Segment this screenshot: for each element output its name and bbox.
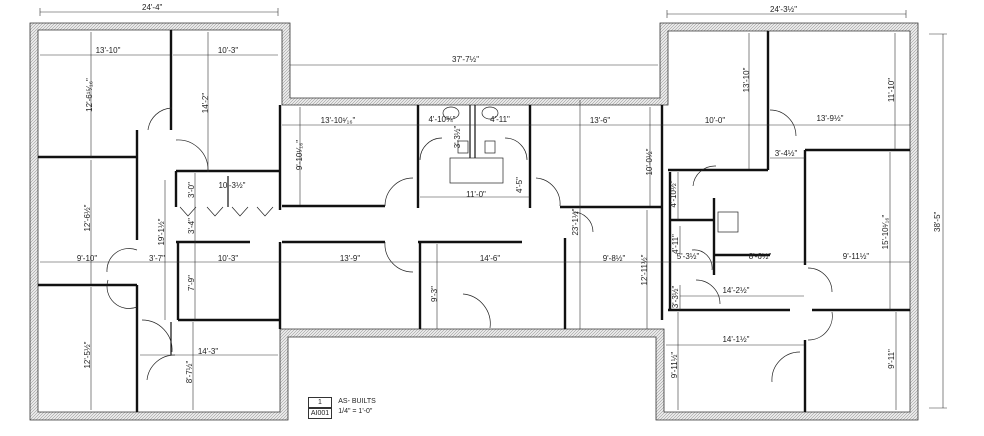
room-dimension-label: 12'-11½" (640, 254, 649, 285)
room-dimension-label: 14'-2½" (722, 286, 749, 295)
room-dimension-label: 11'-0" (466, 190, 486, 199)
room-dimension-label: 4'-11" (671, 234, 680, 254)
room-dimension-label: 9'-11" (887, 349, 896, 369)
room-dimension-label: 14'-1½" (722, 335, 749, 344)
sheet-number: 1 (308, 397, 332, 408)
drawing-title-block: 1 AI001 AS- BUILTS 1/4" = 1'-0" (308, 397, 376, 419)
interior-walls (38, 30, 910, 412)
overall-dimension-lines (39, 8, 947, 409)
room-dimension-label: 12'-6¹⁵⁄₁₆" (85, 78, 94, 112)
room-dimension-label: 19'-1½" (157, 218, 166, 245)
room-dimension-label: 15'-10¹⁄₁₆" (881, 214, 890, 249)
room-dimension-label: 23'-1½" (571, 208, 580, 235)
room-dimension-label: 8'-7½" (185, 361, 194, 384)
room-dimension-label: 10'-3½" (218, 181, 245, 190)
room-dimension-label: 12'-5½" (83, 341, 92, 368)
room-dimension-label: 3'-3½" (453, 126, 462, 149)
room-dimension-label: 10'-3" (218, 254, 239, 263)
room-dimension-label: 8'-6½" (749, 252, 772, 261)
room-dimension-label: 14'-6" (480, 254, 501, 263)
overall-dimension-labels: 24'-4" 24'-3½" 37'-7½" 38'-5" (142, 3, 942, 232)
exterior-walls (29, 22, 919, 421)
room-dimension-labels: 13'-10" 10'-3" 12'-6¹⁵⁄₁₆" 14'-2" 13'-10¹⁄₁₆… (77, 46, 896, 383)
room-dimension-label: 14'-2" (201, 93, 210, 114)
room-dimension-label: 9'-11½" (670, 352, 679, 379)
room-dimension-label: 13'-6" (590, 116, 611, 125)
right-wing-width-label: 24'-3½" (770, 5, 797, 14)
room-dimension-label: 3'-7" (149, 254, 165, 263)
room-dimension-label: 13'-9½" (816, 114, 843, 123)
room-dimension-label: 3'-3½" (671, 286, 680, 309)
overall-depth-label: 38'-5" (933, 211, 942, 232)
room-dimension-label: 7'-9" (187, 275, 196, 291)
sheet-id: AI001 (308, 408, 332, 419)
room-dimension-label: 10'-0½" (645, 148, 654, 175)
room-dimension-label: 9'-8½" (603, 254, 626, 263)
room-dimension-label: 3'-0" (187, 182, 196, 198)
room-dimension-label: 3'-4" (187, 218, 196, 234)
center-width-label: 37'-7½" (452, 55, 479, 64)
room-dimension-label: 10'-3" (218, 46, 239, 55)
room-dimension-label: 9'-3" (430, 286, 439, 302)
room-dimension-label: 4'-5" (515, 177, 524, 193)
room-dimension-label: 4'-10¾" (428, 115, 455, 124)
drawing-scale: 1/4" = 1'-0" (338, 408, 373, 415)
drawing-title: AS- BUILTS (338, 398, 376, 405)
room-dimension-label: 9'-10" (77, 254, 98, 263)
room-dimension-label: 12'-6½" (83, 204, 92, 231)
room-dimension-label: 14'-3" (198, 347, 219, 356)
left-wing-width-label: 24'-4" (142, 3, 163, 12)
room-dimension-label: 13'-10" (742, 67, 751, 92)
sheet-reference-tag: 1 AI001 (308, 397, 332, 419)
room-dimension-label: 13'-9" (340, 254, 361, 263)
door-swings (106, 107, 833, 383)
restroom-fixtures (442, 106, 739, 233)
room-dimension-label: 3'-4½" (775, 149, 798, 158)
room-dimension-label: 9'-11½" (843, 252, 870, 261)
room-dimension-label: 9'-10¹⁄₁₆" (295, 140, 304, 170)
room-dimension-label: 13'-10¹⁄₁₆" (321, 116, 356, 125)
room-dimension-lines (40, 32, 910, 410)
room-dimension-label: 13'-10" (96, 46, 121, 55)
room-dimension-label: 4'-10½" (669, 180, 678, 207)
closet-bifold-doors (179, 206, 274, 217)
room-dimension-label: 11'-10" (887, 78, 896, 102)
room-dimension-label: 5'-3½" (677, 252, 700, 261)
room-dimension-label: 10'-0" (705, 116, 726, 125)
room-dimension-label: 4'-11" (490, 115, 510, 124)
